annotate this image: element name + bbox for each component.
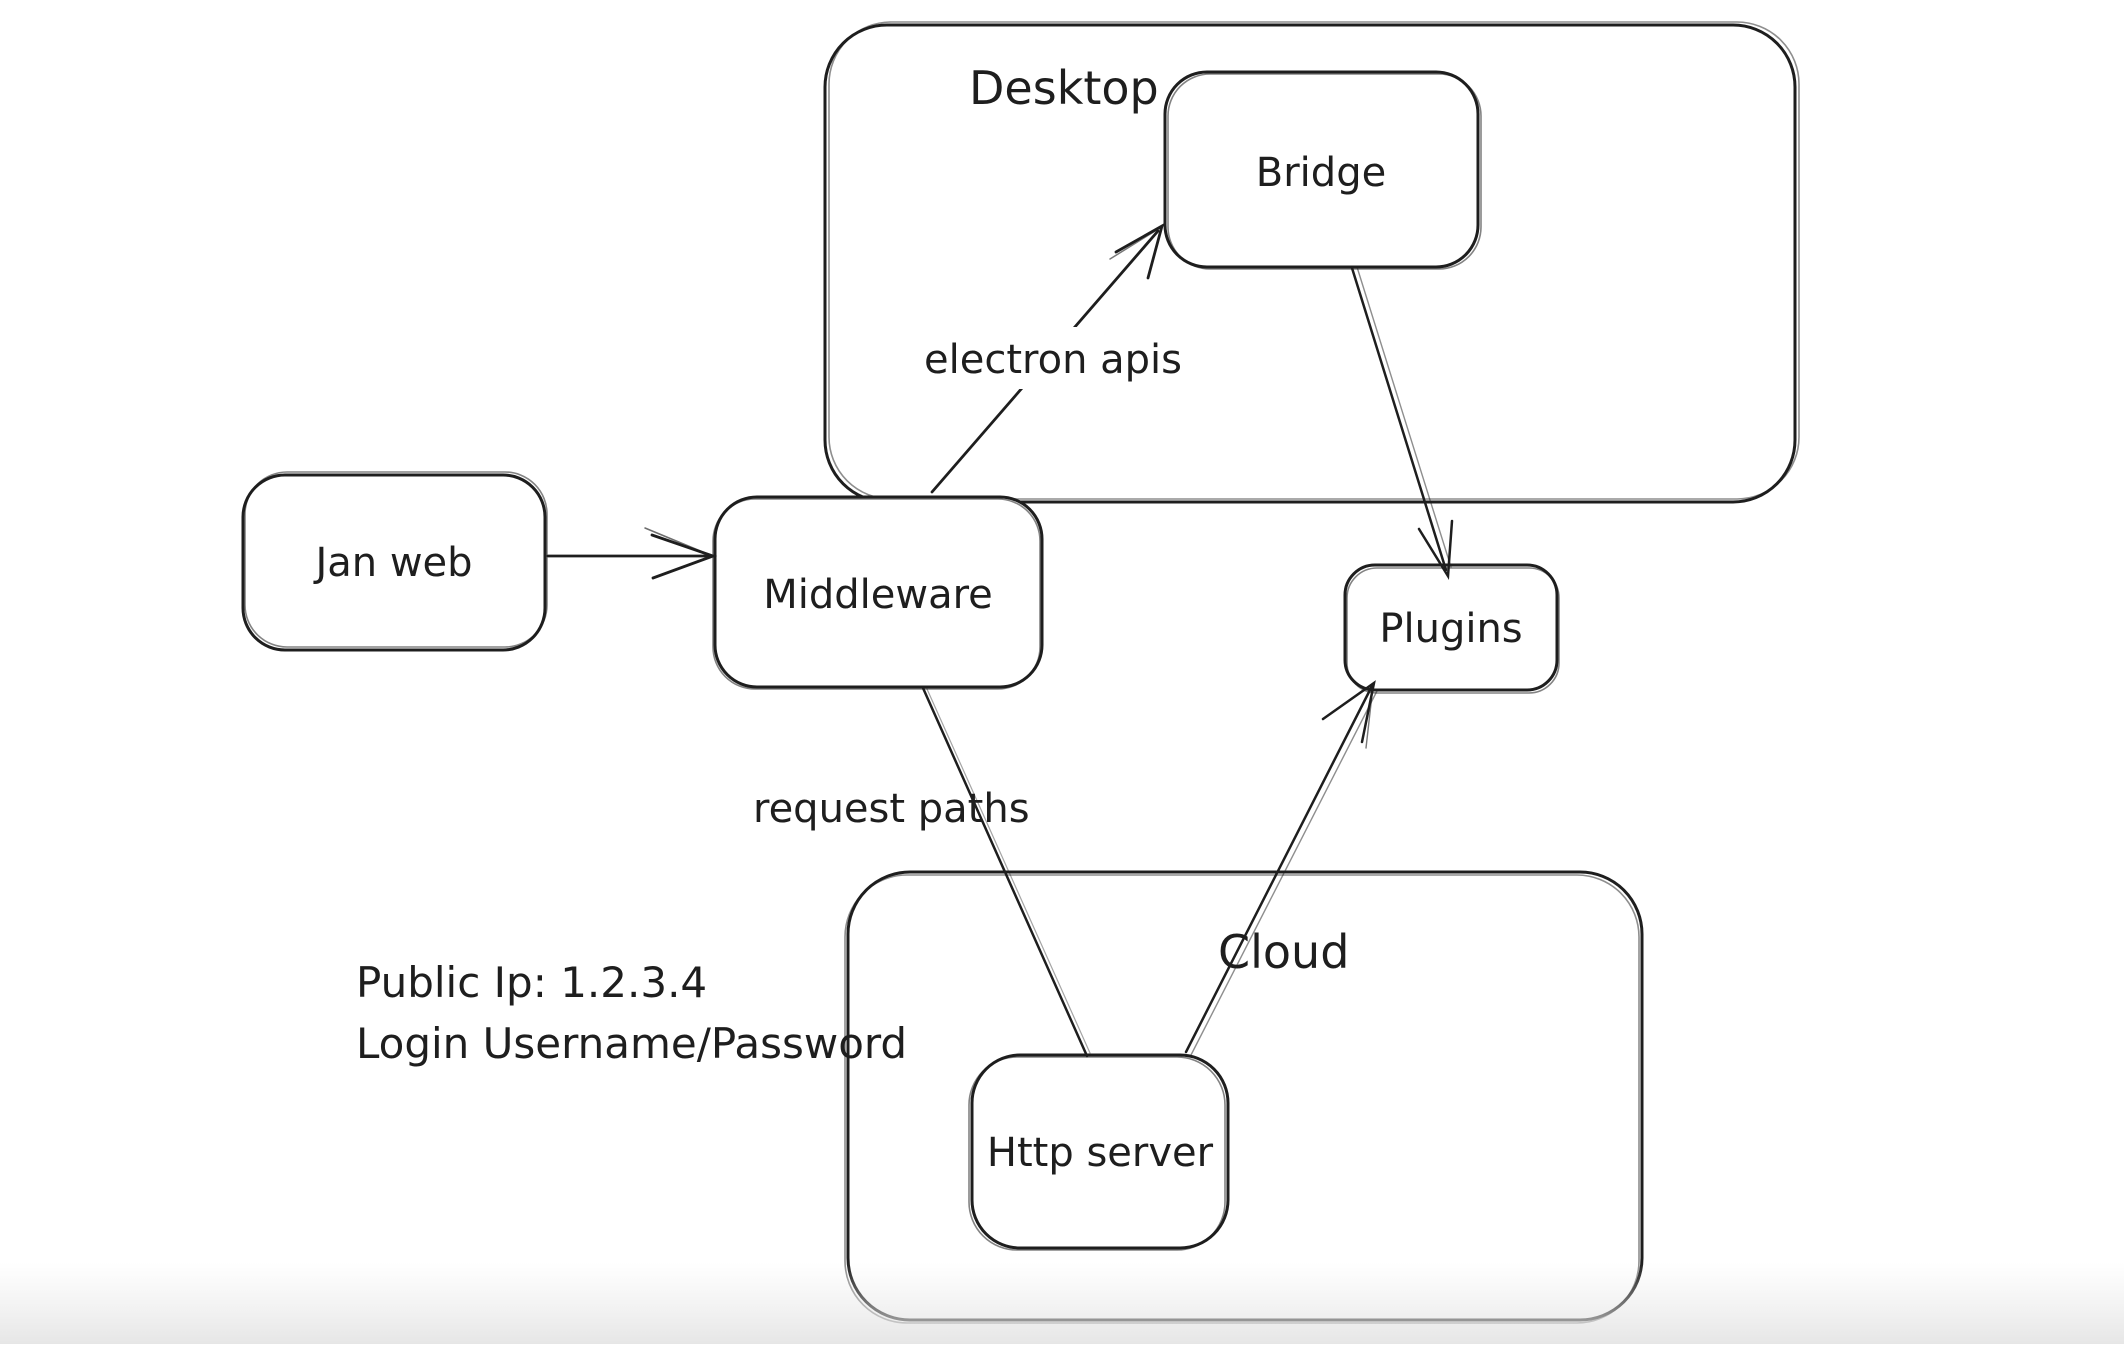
http-server-label: Http server — [987, 1130, 1214, 1176]
desktop-label: Desktop — [969, 61, 1159, 115]
http-server-box — [970, 1053, 1230, 1250]
cloud-label: Cloud — [1218, 925, 1349, 979]
node-plugins[interactable]: Plugins — [1343, 563, 1560, 694]
edge-middleware-httpserver[interactable] — [921, 686, 1091, 1058]
request-paths-label[interactable]: request paths — [753, 786, 1030, 832]
middleware-bridge-arrowhead-sketch — [1109, 227, 1161, 260]
edge-bridge-plugins[interactable] — [1350, 266, 1454, 580]
httpserver-plugins-arrowhead — [1321, 680, 1376, 744]
login-note[interactable]: Login Username/Password — [356, 1019, 907, 1068]
desktop-frame-sketch-stroke — [828, 21, 1800, 500]
bridge-box — [1163, 70, 1480, 269]
bridge-plugins-arrowhead — [1417, 519, 1454, 580]
middleware-bridge-arrowhead — [1114, 223, 1165, 280]
bridge-plugins-line-sketch — [1356, 266, 1452, 568]
janweb-middleware-arrowhead — [650, 533, 718, 580]
middleware-httpserver-line — [921, 686, 1089, 1058]
container-desktop[interactable]: Desktop — [823, 21, 1800, 504]
middleware-box — [713, 495, 1044, 689]
node-bridge[interactable]: Bridge — [1163, 70, 1482, 270]
electron-apis-label[interactable]: electron apis — [924, 337, 1182, 383]
bottom-fade — [0, 1262, 2124, 1344]
bridge-plugins-line — [1350, 266, 1448, 572]
middleware-box-sketch-stroke — [712, 498, 1041, 690]
httpserver-plugins-line-sketch — [1190, 690, 1378, 1056]
edge-janweb-middleware[interactable] — [546, 527, 718, 580]
middleware-label: Middleware — [763, 572, 993, 618]
desktop-frame — [823, 23, 1797, 504]
jan-web-box-sketch-stroke — [244, 471, 548, 648]
http-server-box-sketch-stroke — [968, 1056, 1226, 1251]
httpserver-plugins-arrowhead-sketch — [1365, 685, 1374, 749]
jan-web-box — [241, 473, 547, 652]
bridge-label: Bridge — [1256, 150, 1386, 196]
plugins-label: Plugins — [1379, 606, 1522, 652]
node-jan-web[interactable]: Jan web — [241, 471, 548, 652]
public-ip-note[interactable]: Public Ip: 1.2.3.4 — [356, 958, 707, 1007]
bridge-box-sketch-stroke — [1167, 73, 1482, 270]
jan-web-label: Jan web — [312, 540, 472, 586]
janweb-middleware-arrowhead-sketch — [644, 527, 711, 556]
middleware-httpserver-line-sketch — [926, 688, 1091, 1054]
edge-httpserver-plugins[interactable] — [1184, 680, 1378, 1056]
electron-apis-label-bg — [920, 327, 1186, 389]
node-middleware[interactable]: Middleware — [712, 495, 1044, 690]
node-http-server[interactable]: Http server — [968, 1053, 1230, 1251]
httpserver-plugins-line — [1184, 684, 1374, 1054]
plugins-box-sketch-stroke — [1346, 567, 1560, 694]
